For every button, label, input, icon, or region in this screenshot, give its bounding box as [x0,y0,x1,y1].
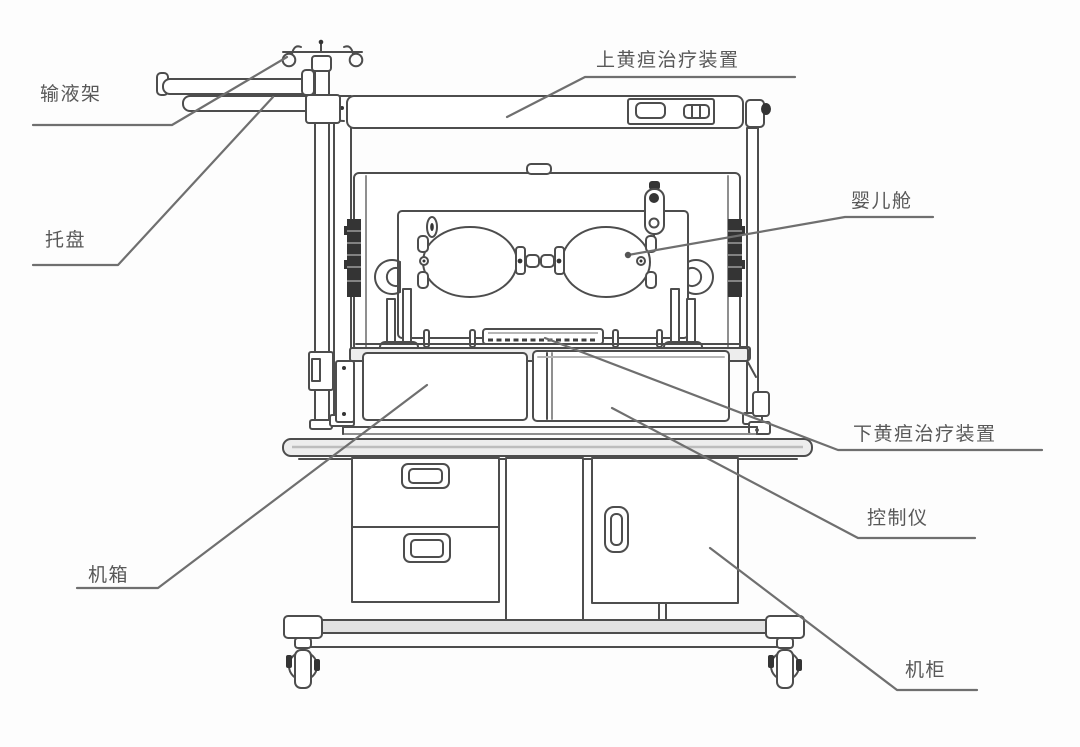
drawer-handle-bottom [403,533,451,563]
grab-handle-left-icon [374,259,401,295]
side-knob [761,103,771,115]
leader-chassis [75,383,429,590]
hinge-right-icon [728,219,745,297]
label-upper-jaundice-device: 上黄疸治疗装置 [596,49,740,71]
leader-upper-jaundice-device [505,75,797,119]
drawer-handle-top [401,463,450,489]
label-infant-compartment: 婴儿舱 [851,190,913,212]
latch-hinge-right [644,181,665,242]
cabinet-drawing [351,457,739,633]
infant-compartment-drawing [374,181,714,353]
iv-hook-left-icon [281,45,302,68]
port-center-latch [515,246,565,275]
port-right-tabs [636,235,657,289]
label-chassis: 机箱 [88,564,129,586]
leader-cabinet [708,546,979,692]
side-brackets-drawing [335,360,758,435]
tray-drawing [156,69,345,124]
chassis-box-drawing [362,352,528,421]
label-cabinet: 机柜 [905,659,946,681]
tabletop-drawing [282,438,813,460]
label-iv-stand: 输液架 [40,83,102,105]
grab-handle-right-icon [687,259,714,295]
center-column [505,457,584,633]
hinge-left-icon [344,219,361,297]
panel-buttons [683,104,710,119]
iv-hook-right-icon [343,45,364,68]
leader-lines [31,55,1044,692]
upper-phototherapy-unit-drawing [346,95,771,129]
base-frame-drawing [285,619,797,648]
leader-iv-stand [31,55,289,127]
iv-pole-drawing [281,39,364,430]
leader-dot [624,251,632,259]
label-tray: 托盘 [45,229,86,251]
lower-phototherapy-window [482,328,604,345]
labels: 输液架 托盘 上黄疸治疗装置 婴儿舱 下黄疸治疗装置 控制仪 机箱 机柜 [40,49,997,681]
leader-lower-jaundice-device [543,336,1044,452]
leader-controller [610,406,977,540]
leader-tray [31,95,275,267]
display-window [635,102,666,119]
hand-port-left [422,226,518,298]
label-lower-jaundice-device: 下黄疸治疗装置 [853,423,997,445]
door-handle [604,506,629,553]
hood-top-handle [526,163,552,175]
label-controller: 控制仪 [867,507,929,529]
caster-right-icon [765,615,805,689]
controller-box-drawing [532,350,730,422]
port-left-tabs [417,235,429,289]
leader-infant-compartment [626,215,935,257]
caster-left-icon [283,615,323,689]
